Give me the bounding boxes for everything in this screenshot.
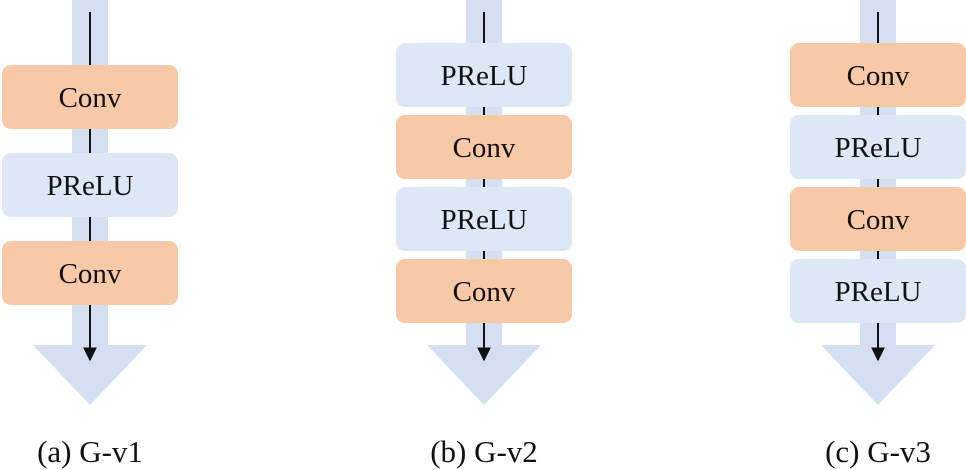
- g-v2-block-conv-2: [396, 115, 572, 179]
- g-v3-block-label-3: Conv: [847, 204, 910, 236]
- g-v2-block-conv-4: [396, 259, 572, 323]
- g-v3-block-prelu-2: [790, 115, 966, 179]
- g-v1-block-conv-1: [2, 65, 178, 129]
- g-v2-caption: (b) G-v2: [430, 434, 538, 469]
- g-v3-block-label-1: Conv: [847, 60, 910, 92]
- g-v3-caption: (c) G-v3: [825, 434, 931, 469]
- g-v2-block-prelu-3: [396, 187, 572, 251]
- g-v2-block-prelu-1: [396, 43, 572, 107]
- g-v1-block-label-3: Conv: [59, 258, 122, 290]
- g-v1-block-label-1: Conv: [59, 82, 122, 114]
- g-v3-block-label-2: PReLU: [835, 132, 922, 164]
- g-v2-block-label-4: Conv: [453, 276, 516, 308]
- g-v2-block-label-1: PReLU: [441, 60, 528, 92]
- g-v3-block-conv-1: [790, 43, 966, 107]
- g-v3-block-label-4: PReLU: [835, 276, 922, 308]
- g-v1-block-label-2: PReLU: [47, 170, 134, 202]
- g-v1-caption: (a) G-v1: [37, 434, 143, 469]
- g-v1-block-conv-3: [2, 241, 178, 305]
- g-v2-block-label-2: Conv: [453, 132, 516, 164]
- g-v3-block-prelu-4: [790, 259, 966, 323]
- g-v1-block-prelu-2: [2, 153, 178, 217]
- g-v2-block-label-3: PReLU: [441, 204, 528, 236]
- g-v3-block-conv-3: [790, 187, 966, 251]
